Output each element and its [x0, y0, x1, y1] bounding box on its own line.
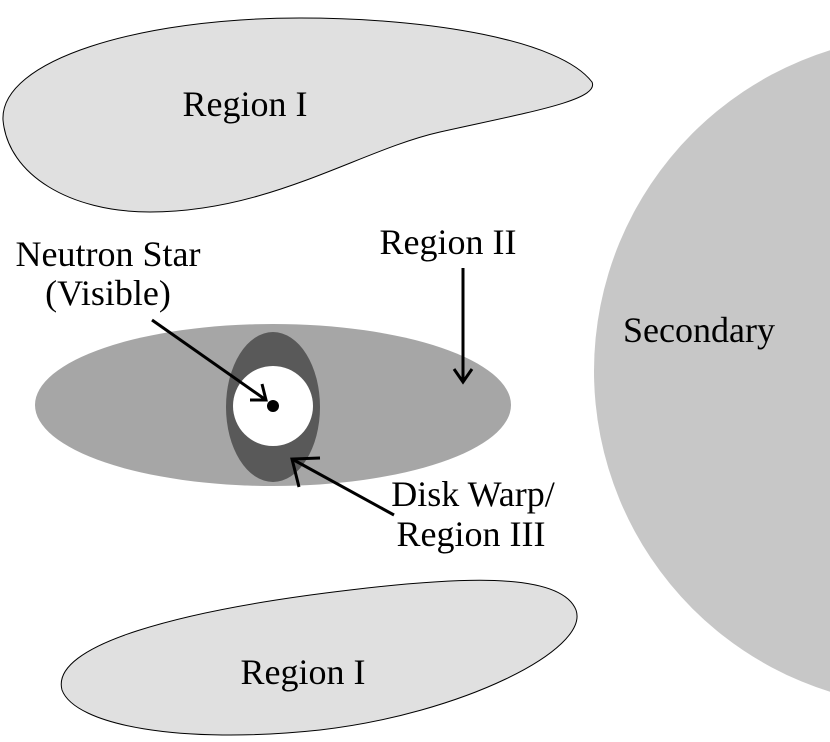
region-ii-label: Region II [380, 222, 517, 262]
region-ii-arrow [452, 268, 474, 385]
region-iii-label: Region III [397, 514, 546, 554]
neutron-star-dot [267, 400, 279, 412]
neutron-star-arrow [151, 318, 268, 402]
region-i-bottom-label: Region I [241, 652, 366, 692]
disk-warp-arrow [290, 456, 395, 517]
region-i-top-label: Region I [183, 84, 308, 124]
disk-warp-label: Disk Warp/ [391, 474, 554, 514]
secondary-label: Secondary [623, 310, 775, 350]
neutron-star-label: Neutron Star [16, 234, 201, 274]
region-i-top-shape [2, 17, 594, 213]
region-i-bottom-shape [60, 579, 578, 736]
secondary-star [594, 50, 830, 692]
neutron-star-visible-label: (Visible) [45, 273, 171, 313]
